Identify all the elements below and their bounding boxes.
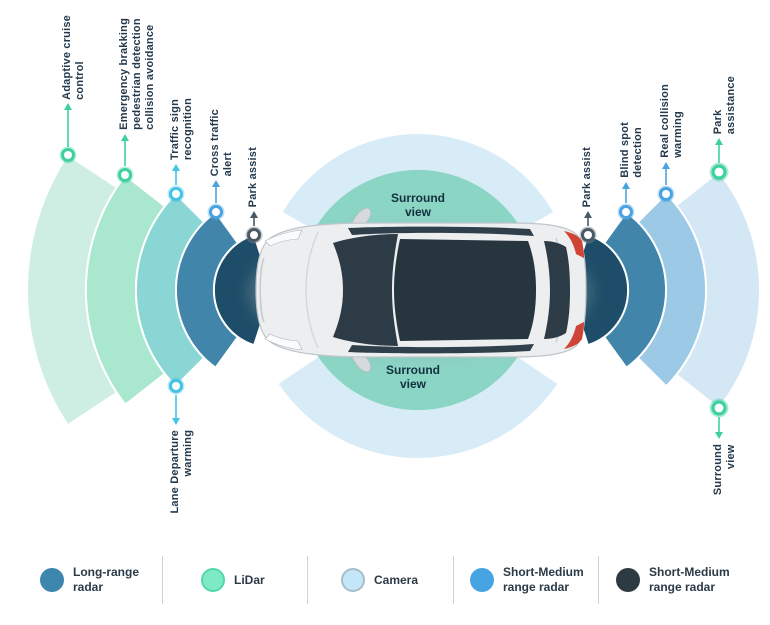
legend-label: Short-Medium range radar — [503, 565, 584, 594]
rear-sensor-fan — [573, 170, 761, 410]
marker-blind-spot — [617, 203, 635, 221]
short-medium-radar-blue-swatch-icon — [470, 568, 494, 592]
legend-label: Short-Medium range radar — [649, 565, 730, 594]
marker-lane-departure — [167, 377, 185, 395]
car-front-bumper-line — [259, 257, 265, 323]
label-cross-traffic-alert: Cross traffic alert — [209, 108, 234, 176]
label-real-collision-warming: Real collision warming — [659, 84, 684, 158]
car-headlight-left-bottom — [264, 333, 303, 351]
label-lane-departure-warming: Lane Departure warming — [169, 430, 194, 514]
marker-real-collision — [657, 185, 675, 203]
marker-park-assist-rear — [579, 226, 597, 244]
car-taillight-bottom — [564, 322, 584, 349]
legend-item-long-range-radar: Long-range radar — [40, 556, 139, 604]
car-mirror-bottom — [351, 356, 372, 373]
label-traffic-sign-recognition: Traffic sign recognition — [169, 97, 194, 160]
legend-label: Long-range radar — [73, 565, 139, 594]
arrow-up-park-assistance — [715, 138, 723, 145]
label-park-assist-front: Park assist — [247, 146, 259, 207]
label-blind-spot-detection: Blind spot detection — [619, 122, 644, 178]
marker-traffic-sign — [167, 185, 185, 203]
car-side-window-bottom — [348, 344, 534, 354]
arrow-up-blind-spot — [622, 182, 630, 189]
long-range-radar-swatch-icon — [40, 568, 64, 592]
marker-park-assist-front — [245, 226, 263, 244]
lidar-swatch-icon — [201, 568, 225, 592]
label-surround-view-bottom: Surround view — [386, 363, 440, 391]
legend-divider — [162, 556, 163, 604]
legend-divider — [453, 556, 454, 604]
sensor-markers — [59, 146, 729, 418]
short-medium-radar-dark-swatch-icon — [616, 568, 640, 592]
legend-item-lidar: LiDar — [201, 556, 265, 604]
legend-label: Camera — [374, 572, 419, 587]
legend-item-short-medium-radar-blue: Short-Medium range radar — [470, 556, 584, 604]
label-surround-view-rear-right: Surround view — [712, 444, 737, 496]
label-surround-view-top: Surround view — [391, 191, 445, 219]
arrow-down-lane-departure — [172, 418, 180, 425]
arrow-up-adaptive-cruise — [64, 103, 72, 110]
arrow-up-traffic-sign — [172, 164, 180, 171]
car-taillight-top — [564, 231, 584, 258]
car-roof-glass — [394, 239, 536, 341]
legend-divider — [307, 556, 308, 604]
legend-item-short-medium-radar-dark: Short-Medium range radar — [616, 556, 730, 604]
legend-label: LiDar — [234, 572, 265, 587]
car-rear-window — [544, 241, 570, 339]
marker-park-assistance — [709, 162, 729, 182]
arrow-up-emergency-braking — [121, 134, 129, 141]
arrow-up-cross-traffic — [212, 180, 220, 187]
camera-swatch-icon — [341, 568, 365, 592]
car-top-view — [248, 207, 592, 373]
arrow-up-park-assist-front — [250, 211, 258, 218]
marker-emergency-braking — [116, 166, 134, 184]
car-side-window-top — [348, 226, 534, 236]
label-adaptive-cruise-control: Adaptive cruise control — [61, 15, 86, 100]
label-park-assistance: Park assistance — [712, 75, 737, 134]
arrow-up-real-collision — [662, 162, 670, 169]
car-mirror-top — [351, 207, 372, 224]
connectors — [64, 103, 723, 439]
car-hood-line — [305, 231, 319, 349]
label-park-assist-rear: Park assist — [581, 146, 593, 207]
front-sensor-fan — [26, 153, 269, 427]
arrow-up-park-assist-rear — [584, 211, 592, 218]
marker-surround-view-rear — [709, 398, 729, 418]
label-emergency-braking: Emergency brakking pedestrian detection … — [118, 18, 156, 130]
car-headlight-left-top — [264, 229, 303, 247]
marker-cross-traffic — [207, 203, 225, 221]
legend-divider — [598, 556, 599, 604]
marker-adaptive-cruise — [59, 146, 77, 164]
arrow-down-surround-view-rear — [715, 432, 723, 439]
legend-item-camera: Camera — [341, 556, 418, 604]
car-windshield — [333, 234, 398, 346]
